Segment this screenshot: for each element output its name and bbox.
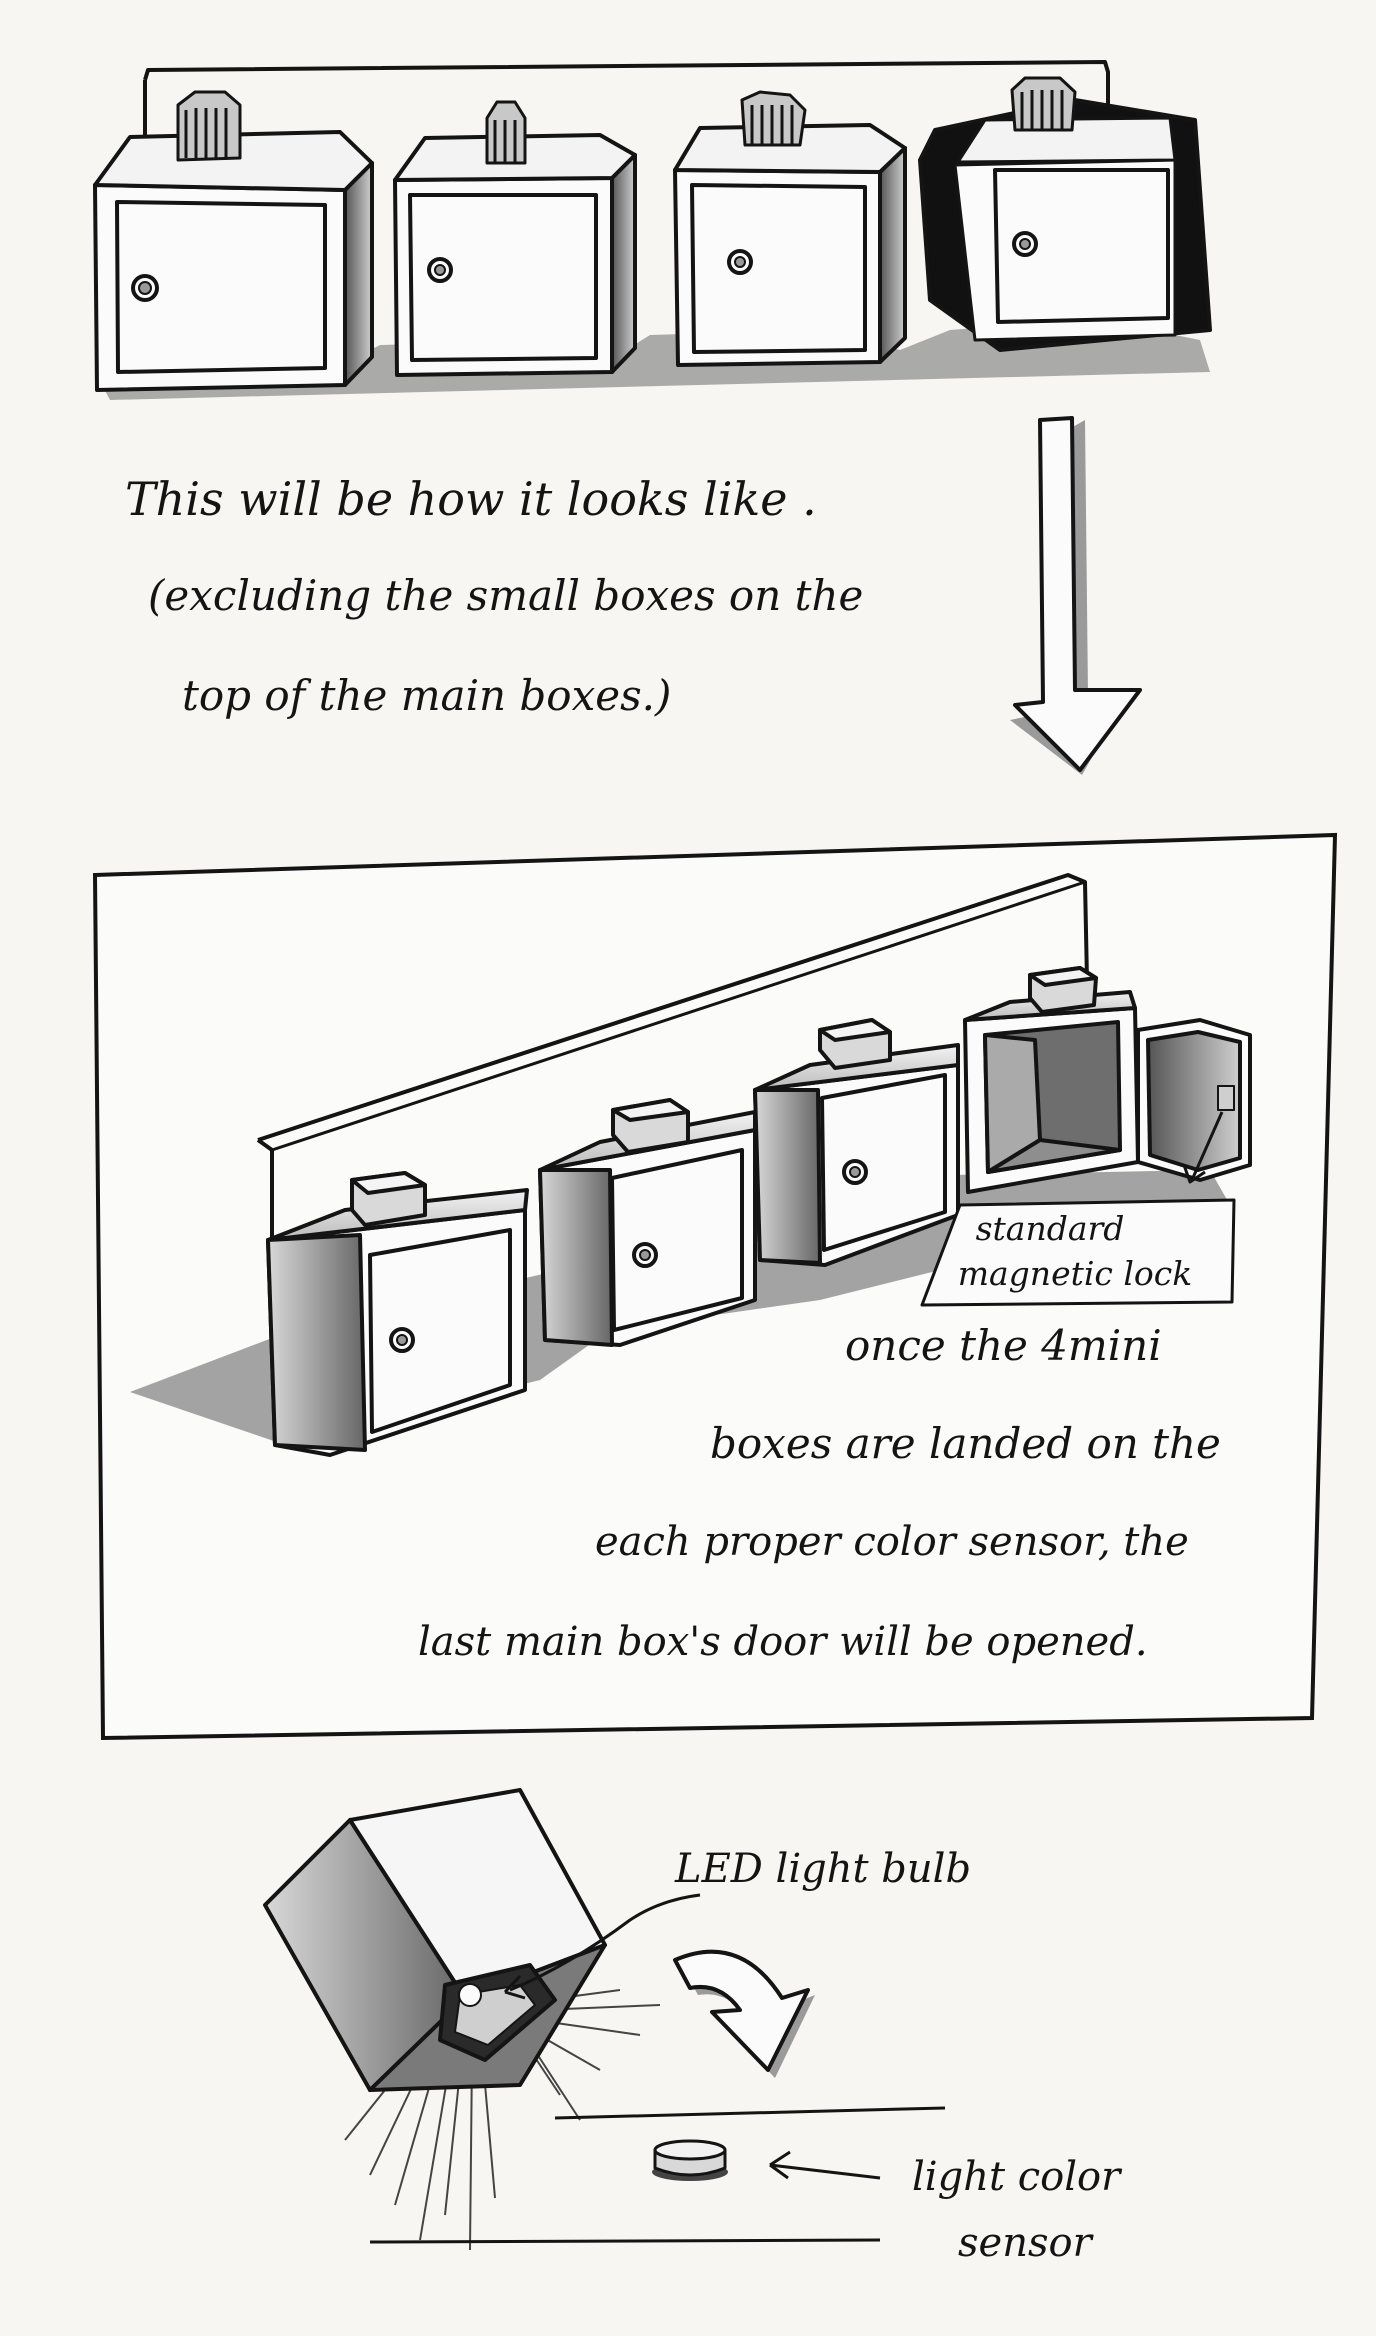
top-caption-line-3: top of the main boxes.) [182,671,671,720]
ground-line-upper [555,2108,945,2118]
color-sensor [652,2141,728,2181]
middle-caption-line-1: once the 4mini [845,1321,1162,1370]
sensor-label-line-1: light color [912,2154,1123,2200]
middle-caption-line-4: last main box's door will be opened. [418,1619,1148,1665]
top-box-2 [395,135,635,375]
top-caption-line-1: This will be how it looks like . [125,472,817,526]
ground-line-lower [370,2240,880,2242]
sensor-label-line-2: sensor [958,2220,1095,2266]
down-arrow-icon [1010,418,1140,775]
middle-caption-line-2: boxes are landed on the [710,1419,1221,1468]
led-label: LED light bulb [674,1846,971,1892]
top-caption: This will be how it looks like . (exclud… [125,472,863,720]
lock-label-line-2: magnetic lock [958,1254,1193,1293]
middle-panel: standard magnetic lock once the 4mini bo… [95,835,1335,1738]
lock-label-line-1: standard [976,1209,1125,1248]
curved-arrow-icon [675,1952,815,2078]
top-box-3 [675,125,905,365]
mini-box-tilted [265,1790,605,2090]
top-caption-line-2: (excluding the small boxes on the [148,571,863,620]
top-row-illustration [95,62,1210,400]
top-box-4-highlighted [920,100,1210,350]
top-box-1 [95,132,372,390]
middle-caption-line-3: each proper color sensor, the [595,1519,1189,1565]
